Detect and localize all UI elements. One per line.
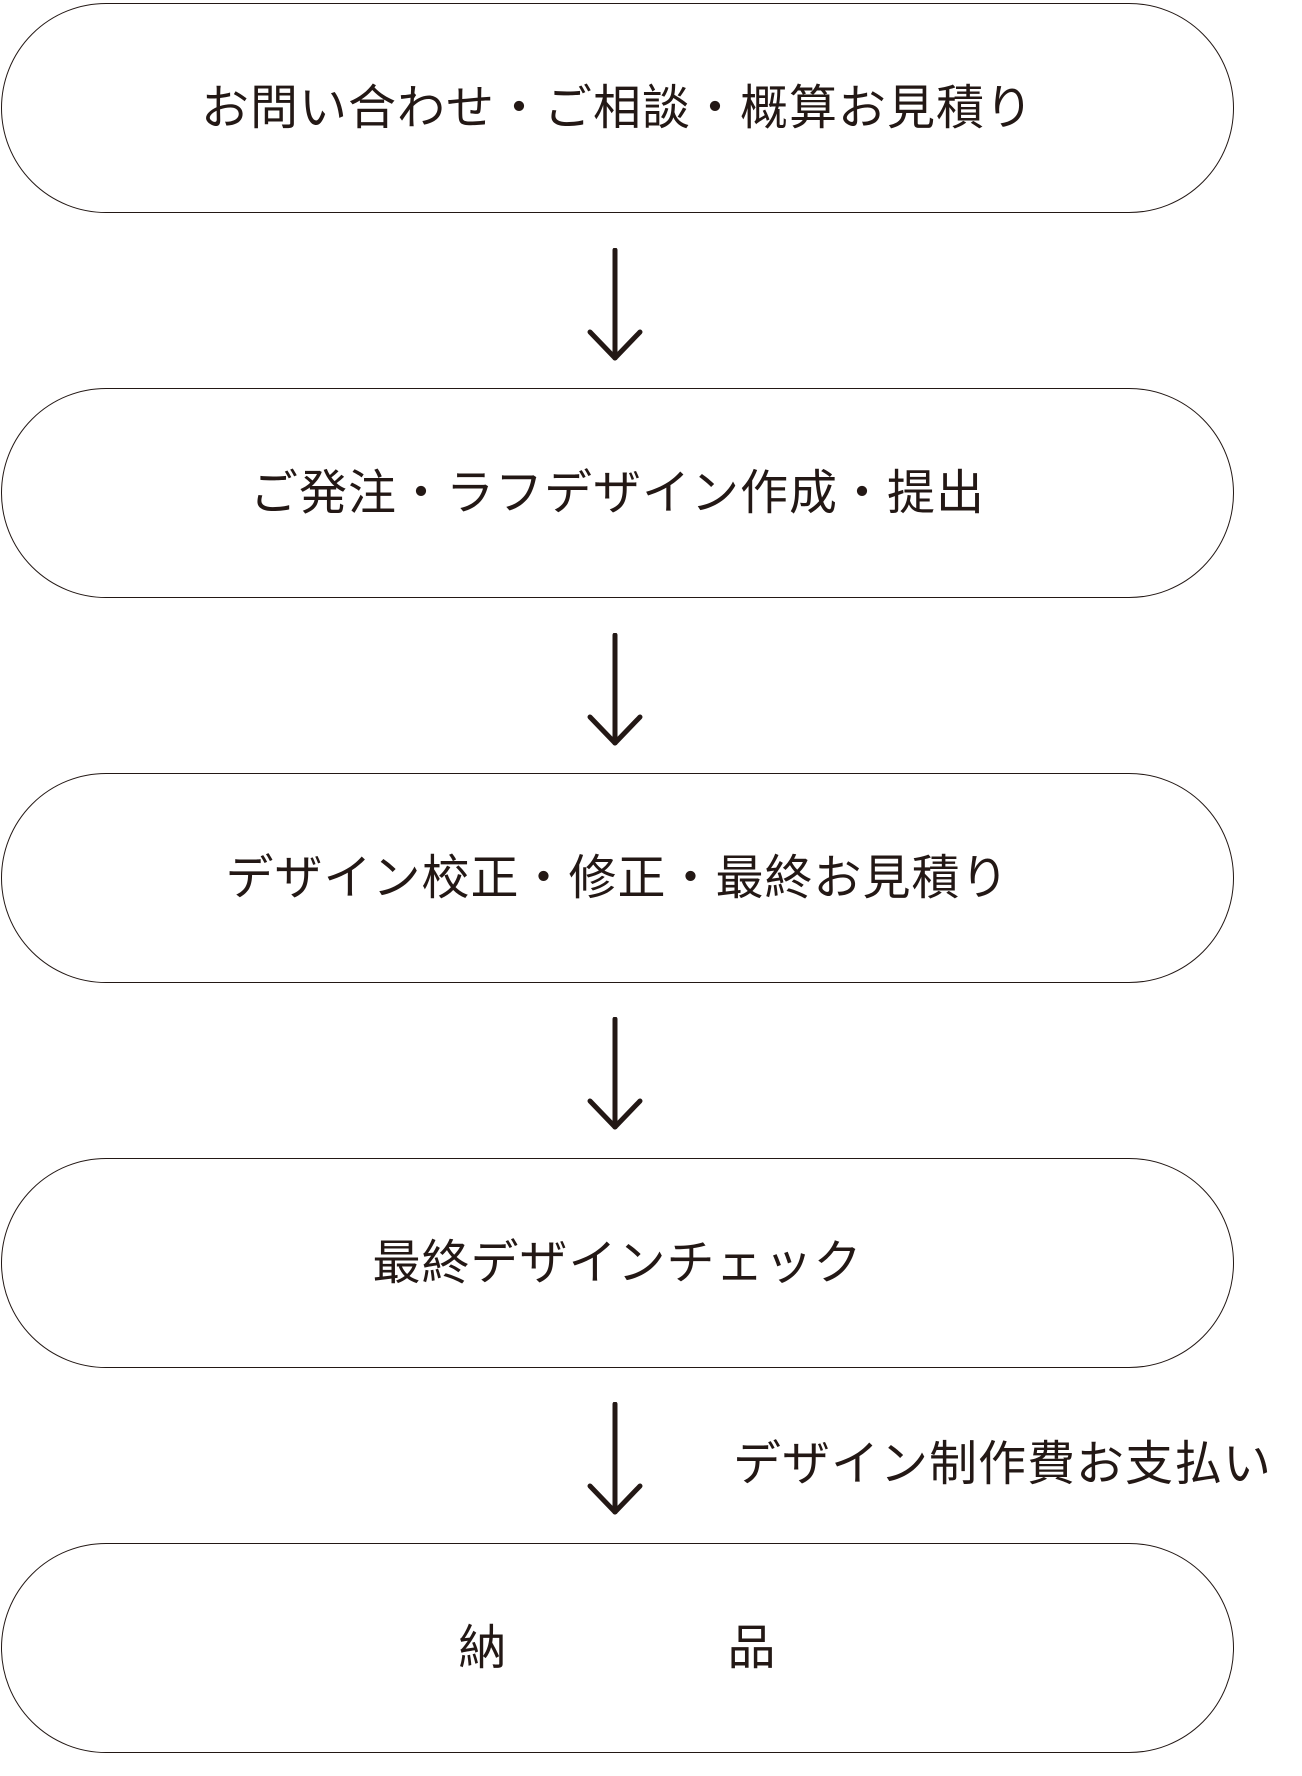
arrow-down-icon xyxy=(585,1017,645,1132)
step-design-revision: デザイン校正・修正・最終お見積り xyxy=(1,773,1234,983)
payment-note: デザイン制作費お支払い xyxy=(733,1436,1273,1492)
step-final-check-label: 最終デザインチェック xyxy=(372,1235,863,1291)
arrow-down-icon xyxy=(585,633,645,748)
step-delivery-label-spacer xyxy=(508,1624,728,1672)
step-order-rough-design: ご発注・ラフデザイン作成・提出 xyxy=(1,388,1234,598)
step-inquiry-label: お問い合わせ・ご相談・概算お見積り xyxy=(200,80,1034,136)
arrow-down-icon xyxy=(585,248,645,363)
arrow-down-icon xyxy=(585,1402,645,1517)
step-delivery: 納 品 xyxy=(1,1543,1234,1753)
step-order-rough-design-label: ご発注・ラフデザイン作成・提出 xyxy=(249,465,985,521)
step-delivery-label-right: 品 xyxy=(727,1620,777,1676)
arrow-down-icon-svg xyxy=(587,248,643,361)
step-final-check: 最終デザインチェック xyxy=(1,1158,1234,1368)
arrow-down-icon-svg xyxy=(587,1402,643,1515)
step-design-revision-label: デザイン校正・修正・最終お見積り xyxy=(225,850,1010,906)
step-delivery-label-left: 納 xyxy=(458,1620,508,1676)
arrow-down-icon-svg xyxy=(587,1017,643,1130)
arrow-down-icon-svg xyxy=(587,633,643,746)
step-inquiry: お問い合わせ・ご相談・概算お見積り xyxy=(1,3,1234,213)
step-delivery-label: 納 品 xyxy=(458,1624,776,1672)
